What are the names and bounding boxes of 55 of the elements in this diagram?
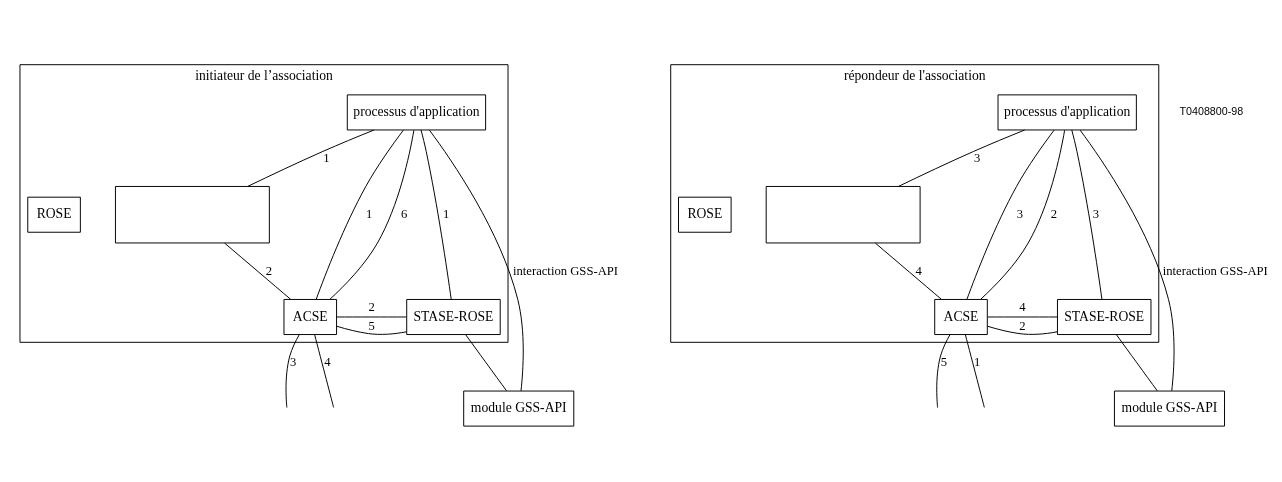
edge-label: 3: [290, 354, 297, 369]
edge-label: 3: [1016, 206, 1024, 221]
connector: [936, 333, 951, 408]
edge-label: 6: [401, 206, 408, 221]
edge-label: 1: [323, 150, 330, 165]
edge-label: 3: [1092, 206, 1100, 221]
node-box: processus d'application: [346, 93, 487, 130]
node-box: [114, 185, 270, 243]
connector: [987, 316, 1058, 317]
connector: [980, 129, 1066, 300]
node-box: module GSS-API: [1113, 390, 1225, 427]
connector: [247, 129, 375, 187]
connector: [465, 333, 507, 391]
edge-label: 2: [265, 263, 273, 278]
node-box: module GSS-API: [463, 390, 575, 427]
connector: [420, 129, 452, 300]
label: T0408800-98: [1179, 104, 1244, 117]
node-box: STASE-ROSE: [1056, 298, 1152, 335]
node-box: processus d'application: [997, 93, 1137, 130]
edge-label: 1: [973, 354, 981, 369]
node-box: [765, 185, 921, 243]
edge-label: 4: [1019, 299, 1026, 314]
connector: [1071, 129, 1103, 300]
node-box: ROSE: [27, 196, 81, 233]
edge-label: 3: [973, 150, 981, 165]
edge-label: 2: [1050, 206, 1058, 221]
connector: [1116, 333, 1158, 391]
node-box: ACSE: [934, 298, 988, 335]
node-box: STASE-ROSE: [406, 298, 501, 335]
connector: [329, 129, 415, 300]
node-box: ACSE: [283, 298, 338, 335]
connector: [964, 333, 985, 408]
connector: [428, 129, 524, 391]
edge-label: 1: [443, 206, 450, 221]
edge-label: 4: [915, 263, 922, 278]
edge-label: 5: [368, 318, 375, 333]
edge-label: interaction GSS-API: [1162, 263, 1268, 278]
edge-label: interaction GSS-API: [512, 263, 619, 278]
connector: [1079, 129, 1175, 391]
edge-label: 4: [324, 354, 331, 369]
connector: [336, 325, 407, 335]
edge-label: 2: [1019, 318, 1026, 333]
connector: [285, 333, 300, 408]
connector: [315, 129, 404, 300]
edge-label: 1: [366, 206, 373, 221]
connector: [314, 333, 335, 408]
connector: [897, 129, 1026, 187]
connector: [224, 242, 292, 300]
node-box: ROSE: [678, 196, 732, 233]
connector: [336, 316, 407, 317]
connector: [987, 325, 1058, 335]
edge-label: 2: [368, 299, 375, 314]
connector: [874, 242, 942, 300]
edge-label: 5: [940, 354, 948, 369]
connector: [966, 129, 1055, 300]
